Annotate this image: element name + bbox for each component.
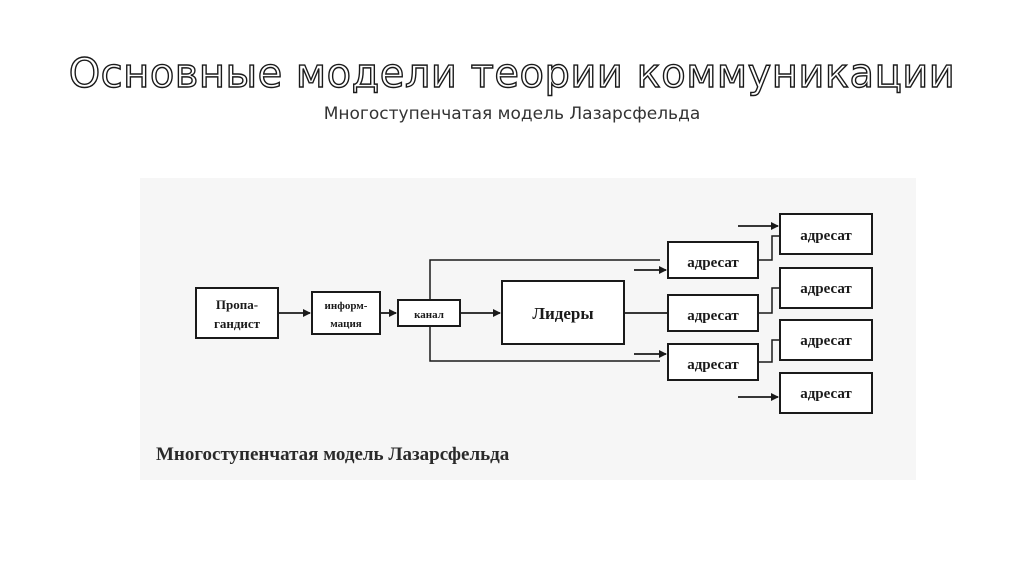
addressee-label: адресат (800, 228, 852, 244)
propagandist-label-line1: Пропа- (216, 297, 258, 312)
line-channel-to-bottom-addressee (429, 326, 660, 362)
information-node: информ- мация (311, 291, 381, 335)
lazarsfeld-diagram: Пропа- гандист информ- мация канал (156, 213, 873, 465)
line-tier1-middle-to-tier2-b (758, 287, 780, 314)
slide-subtitle: Многоступенчатая модель Лазарсфельда (323, 104, 701, 124)
addressee-tier2-a: адресат (779, 213, 873, 255)
addressee-tier2-c: адресат (779, 319, 873, 361)
addressee-tier1-middle: адресат (667, 294, 759, 332)
addressee-tier1-top: адресат (667, 241, 759, 279)
addressee-tier2-b: адресат (779, 267, 873, 309)
diagram-caption: Многоступенчатая модель Лазарсфельда (156, 444, 510, 465)
channel-label: канал (414, 309, 444, 321)
addressee-label: адресат (687, 308, 739, 324)
slide-title: Основные модели теории коммуникации (68, 50, 956, 97)
lazarsfeld-diagram-figure: Пропа- гандист информ- мация канал (140, 178, 916, 480)
propagandist-label-line2: гандист (214, 316, 261, 331)
addressee-label: адресат (687, 357, 739, 373)
line-channel-to-top-addressee (429, 259, 660, 300)
channel-node: канал (397, 299, 461, 327)
propagandist-node: Пропа- гандист (195, 287, 279, 339)
information-label-line1: информ- (325, 300, 368, 312)
addressee-tier1-bottom: адресат (667, 343, 759, 381)
line-tier1-top-to-tier2-a (758, 235, 780, 261)
addressee-label: адресат (687, 255, 739, 271)
addressee-label: адресат (800, 386, 852, 402)
addressee-label: адресат (800, 333, 852, 349)
addressee-tier2-d: адресат (779, 372, 873, 414)
line-tier1-bottom-to-tier2-c (758, 339, 780, 363)
information-label-line2: мация (330, 318, 362, 330)
leaders-label: Лидеры (532, 304, 593, 323)
addressee-label: адресат (800, 281, 852, 297)
leaders-node: Лидеры (501, 280, 625, 345)
